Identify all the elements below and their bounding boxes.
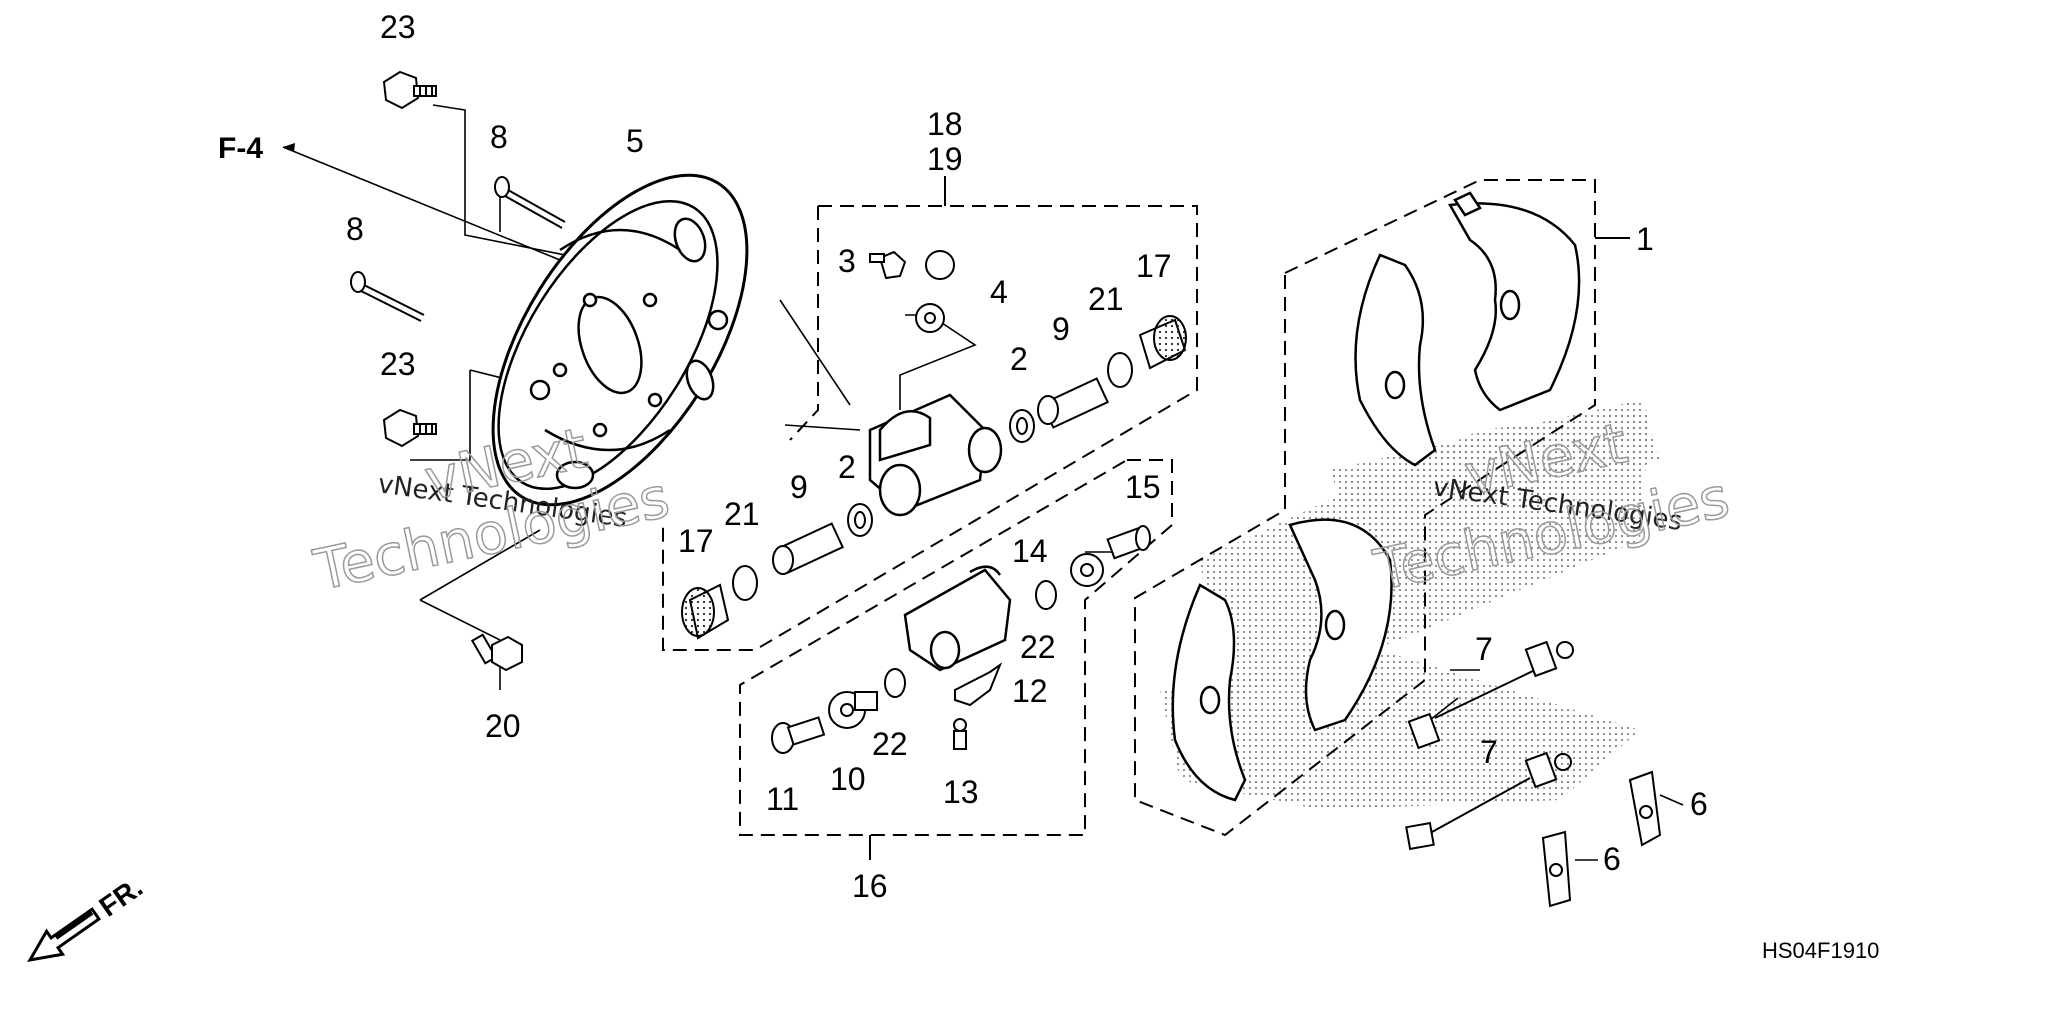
- callout-6-upper: 6: [1690, 786, 1708, 822]
- wheel-cylinder: [868, 393, 1003, 517]
- bleeder-screw-3: [869, 250, 907, 280]
- bolt-20: [470, 633, 523, 672]
- shoe-group-outline: [1134, 179, 1596, 837]
- f4-cross-reference: F-4: [218, 132, 295, 165]
- brake-shoe-upper-right: [1447, 191, 1581, 412]
- front-direction-indicator: FR.: [27, 871, 148, 963]
- callout-16: 16: [852, 868, 888, 904]
- bolt-23-upper: [382, 70, 437, 110]
- bolt-23-lower: [382, 408, 437, 448]
- callout-2-right: 2: [1010, 341, 1028, 377]
- lever-12: [954, 662, 1003, 707]
- pin-8-lower: [350, 271, 425, 322]
- cup-2-left: [847, 503, 873, 537]
- callout-19: 19: [927, 141, 963, 177]
- group-outlines: [662, 176, 1630, 860]
- backing-plate: [491, 173, 749, 507]
- callout-11: 11: [766, 781, 799, 817]
- direction-label: FR.: [93, 871, 148, 922]
- f4-label: F-4: [218, 132, 263, 165]
- callout-14: 14: [1012, 533, 1048, 569]
- boot-17-right: [1138, 315, 1187, 370]
- watermarks: vNext Technologies vNext Technologies vN…: [308, 410, 1736, 604]
- callout-23-lower: 23: [380, 346, 416, 382]
- callout-21-left: 21: [724, 496, 760, 532]
- callout-10: 10: [830, 761, 866, 797]
- callout-22-right: 22: [1020, 629, 1056, 665]
- callout-5: 5: [626, 123, 644, 159]
- callout-2-left: 2: [838, 449, 856, 485]
- spring-7-lower: [1405, 751, 1572, 851]
- brake-shoe-upper-left: [1354, 253, 1437, 467]
- arrow-left-icon: [283, 143, 295, 152]
- ring-21-right: [1107, 352, 1133, 388]
- callout-17-left: 17: [678, 523, 714, 559]
- adjuster-body: [903, 565, 1012, 672]
- callout-8-lower: 8: [346, 211, 364, 247]
- washer-22-right: [1035, 580, 1057, 610]
- callout-21-right: 21: [1088, 281, 1124, 317]
- callout-15: 15: [1125, 469, 1161, 505]
- adjuster-screw-15: [1106, 525, 1151, 560]
- callout-9-left: 9: [790, 469, 808, 505]
- wheel-14: [1070, 553, 1104, 587]
- callout-labels: 1 2 2 3 4 5 6 6 7 7 8 8 9 9 10 11 12 13 …: [346, 9, 1708, 904]
- piston-9-left: [772, 522, 845, 575]
- spring-7-upper: [1407, 640, 1574, 750]
- nipple-13: [953, 718, 967, 750]
- callout-9-right: 9: [1052, 311, 1070, 347]
- cap-4: [915, 250, 955, 333]
- callout-20: 20: [485, 708, 521, 744]
- brake-shoe-lower-right: [1288, 518, 1393, 732]
- clip-6-upper: [1628, 770, 1662, 847]
- callout-8-upper: 8: [490, 119, 508, 155]
- callout-22-left: 22: [872, 726, 908, 762]
- boot-17-left: [681, 583, 730, 640]
- washer-22-left: [884, 668, 906, 698]
- callout-4: 4: [990, 274, 1008, 310]
- screw-11: [771, 716, 826, 754]
- callout-13: 13: [943, 774, 979, 810]
- callout-3: 3: [838, 243, 856, 279]
- diagram-reference-code: HS04F1910: [1762, 938, 1879, 963]
- pin-8-upper: [494, 176, 566, 229]
- brake-shoe-lower-left: [1171, 583, 1247, 802]
- piston-9-right: [1037, 377, 1110, 429]
- callout-6-lower: 6: [1603, 841, 1621, 877]
- callout-18: 18: [927, 106, 963, 142]
- clip-6-lower: [1541, 830, 1572, 908]
- callout-17-right: 17: [1136, 248, 1172, 284]
- wheel-cylinder-group-outline: [662, 205, 1198, 651]
- callout-7-upper: 7: [1475, 631, 1493, 667]
- adjuster-wheel-10: [828, 691, 878, 729]
- callout-23-upper: 23: [380, 9, 416, 45]
- callout-7-lower: 7: [1480, 734, 1498, 770]
- ring-21-left: [732, 565, 758, 601]
- callout-12: 12: [1012, 673, 1048, 709]
- cup-2-right: [1009, 409, 1035, 443]
- callout-1: 1: [1636, 221, 1654, 257]
- adjuster-group-outline: [739, 459, 1173, 836]
